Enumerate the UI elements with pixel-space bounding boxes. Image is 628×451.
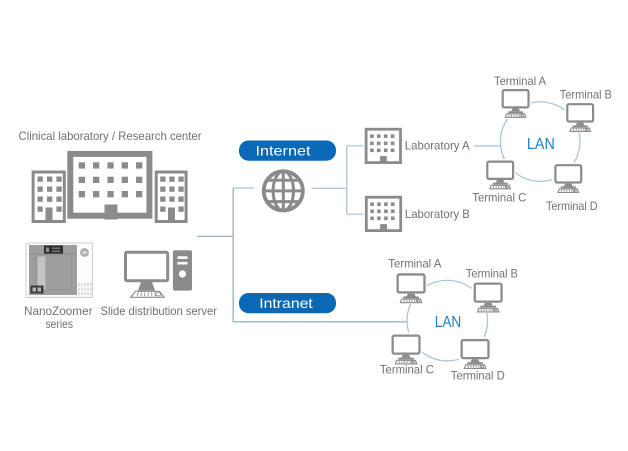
svg-text:Terminal B: Terminal B xyxy=(560,87,612,101)
svg-text:Terminal C: Terminal C xyxy=(472,191,526,205)
svg-text:Slide distribution server: Slide distribution server xyxy=(101,304,218,318)
svg-text:Terminal D: Terminal D xyxy=(546,199,598,213)
svg-text:Intranet: Intranet xyxy=(259,295,313,311)
svg-text:Terminal D: Terminal D xyxy=(451,368,505,382)
svg-text:NanoZoomer: NanoZoomer xyxy=(24,304,93,318)
svg-text:Laboratory B: Laboratory B xyxy=(405,207,470,221)
svg-text:Clinical laboratory / Research: Clinical laboratory / Research center xyxy=(19,129,202,143)
svg-text:Laboratory A: Laboratory A xyxy=(405,139,470,153)
svg-text:series: series xyxy=(46,317,74,331)
svg-text:Terminal B: Terminal B xyxy=(466,266,518,280)
svg-text:Terminal C: Terminal C xyxy=(380,363,434,377)
svg-text:Terminal A: Terminal A xyxy=(388,256,441,270)
svg-text:Internet: Internet xyxy=(256,143,311,159)
svg-text:Terminal A: Terminal A xyxy=(494,74,546,88)
svg-text:LAN: LAN xyxy=(435,314,462,331)
svg-text:LAN: LAN xyxy=(527,136,555,153)
